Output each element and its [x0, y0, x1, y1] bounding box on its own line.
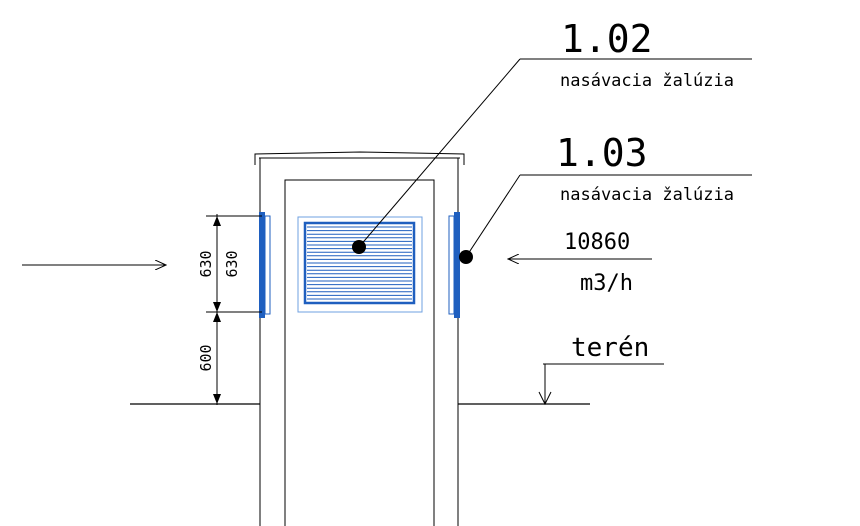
- tag-number-103: 1.03: [556, 131, 648, 175]
- tag-number-102: 1.02: [561, 17, 653, 61]
- dimension-630-inner: 630: [223, 250, 241, 277]
- tag-text-103: nasávacia žalúzia: [560, 185, 734, 205]
- dimension-630-outer: 630: [197, 250, 215, 277]
- leader-line-103: [465, 174, 521, 258]
- side-louver-right: [448, 212, 460, 318]
- leader-line-102: [358, 58, 521, 248]
- roof-cap: [254, 151, 465, 165]
- dimension-600: 600: [197, 344, 215, 371]
- ground-marker-arrow: [538, 391, 552, 406]
- leader-dot-103: [459, 250, 473, 264]
- airflow-unit: m3/h: [580, 271, 633, 296]
- ground-label: terén: [571, 333, 649, 363]
- side-louver-left: [259, 212, 271, 318]
- airflow-value: 10860: [564, 230, 630, 255]
- leader-dot-102: [352, 240, 366, 254]
- inner-shaft: [284, 179, 435, 526]
- front-louver: [297, 216, 423, 313]
- dimension-chain: [206, 214, 262, 405]
- tag-text-102: nasávacia žalúzia: [560, 71, 734, 91]
